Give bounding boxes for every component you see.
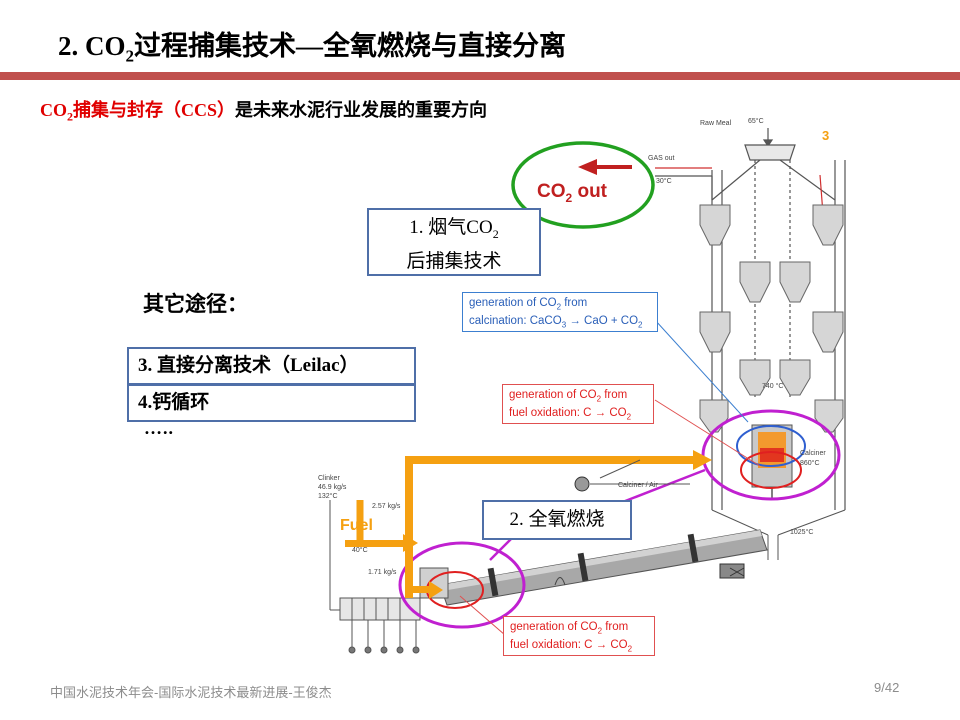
fuel-oxidation-note-bottom: generation of CO2 from fuel oxidation: C… [503,616,655,656]
connector-oxyfuel-calciner [614,468,706,507]
clinker-label: Clinker [318,475,340,482]
clinker-flow: 46.9 kg/s [318,484,347,491]
calciner-label: Calciner [800,450,826,457]
kiln-magenta-ring [398,541,526,629]
subtitle-highlight-rest: 捕集与封存（CCS） [73,100,236,120]
clinker-temp: 132°C [318,492,338,500]
footer-text: 中国水泥技术年会-国际水泥技术最新进展-王俊杰 [50,685,332,700]
subtitle-highlight-sub: 2 [67,109,73,124]
calciner-red-ring [740,451,802,489]
fuel-label: Fuel [340,517,373,534]
rotary-kiln [439,529,768,606]
method-1-line2: 后捕集技术 [406,250,502,272]
co2-out-label: CO2 out [537,181,608,205]
fuel-leader-bottom [459,595,506,636]
subtitle-highlight-text: CO [40,100,67,120]
calciner [711,424,846,560]
title-divider [0,72,960,80]
fuel-leader-top [654,399,761,467]
method-4-box: 4.钙循环 [127,384,416,422]
temp-40: 40°C [352,546,368,554]
calcination-note: generation of CO2 from calcination: CaCO… [462,292,658,332]
raw-meal-label: Raw Meal [700,120,732,127]
calcination-leader [654,319,749,423]
temp-1025: 1025°C [790,528,813,536]
orange-flow-lines [345,450,712,599]
slide-subtitle: CO2捕集与封存（CCS）是未来水泥行业发展的重要方向 [40,96,487,125]
temp-740: 740 °C [762,382,783,390]
method-2-box: 2. 全氧燃烧 [482,500,632,540]
fuel-oxidation-note-top: generation of CO2 from fuel oxidation: C… [502,384,654,424]
stage-number: 3 [822,128,829,143]
subtitle-text: 是未来水泥行业发展的重要方向 [235,100,488,120]
other-routes-label: 其它途径： [143,292,248,316]
calcination-note-line1: generation of CO2 from [469,297,588,312]
gas-out-label: GAS out [648,155,675,162]
cyclones [699,204,844,433]
calciner-air-fan [574,459,690,492]
calciner-magenta-ring [701,409,841,501]
fuel-note-top-line2: fuel oxidation: C → CO2 [509,407,632,422]
gas-out-temp: 30°C [656,177,672,185]
title-subscript: 2 [125,46,135,66]
fuel-note-bottom-line1: generation of CO2 from [510,621,629,636]
method-1-line1: 1. 烟气CO2 [409,217,499,241]
title-text: 2. CO [58,31,126,61]
subtitle-highlight: CO2捕集与封存（CCS） [40,100,236,124]
clinker-cooler [329,500,449,654]
method-3-box: 3. 直接分离技术（Leilac） [127,347,416,385]
calcination-note-line2: calcination: CaCO3 → CaO + CO2 [469,315,643,330]
slide-title: 2. CO2过程捕集技术—全氧燃烧与直接分离 [58,24,566,66]
calciner-air-label: Calciner / Air [618,482,658,489]
title-text-rest: 过程捕集技术—全氧燃烧与直接分离 [134,31,566,61]
method-1-box: 1. 烟气CO2 后捕集技术 [367,208,541,276]
page-number: 9/42 [874,680,900,695]
ellipsis: ….. [144,418,174,438]
fuel-note-top-line1: generation of CO2 from [509,389,628,404]
flow-1-71: 1.71 kg/s [368,569,397,576]
temp-860: 860°C [800,459,820,467]
raw-meal-temp: 65°C [748,117,764,125]
co2-out-ring [511,141,655,229]
calciner-blue-ring [736,425,806,467]
fuel-note-bottom-line2: fuel oxidation: C → CO2 [510,639,633,654]
flow-2-57: 2.57 kg/s [372,503,401,510]
co2-out-arrow-head [578,159,597,175]
